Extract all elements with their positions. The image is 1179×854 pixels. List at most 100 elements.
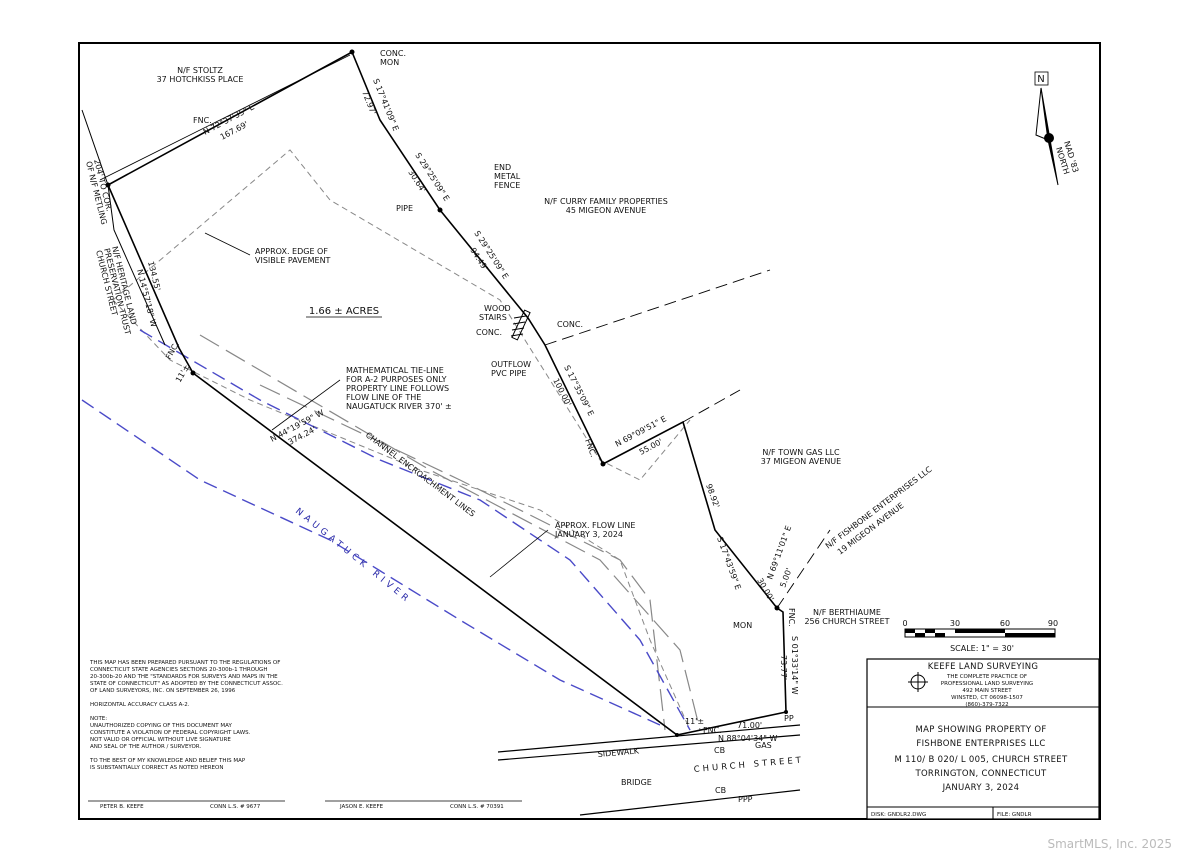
company-sub-1: THE COMPLETE PRACTICE OF <box>946 674 1027 680</box>
owner-berthiaume-1: N/F BERTHIAUME <box>813 608 881 617</box>
sidewalk-label: SIDEWALK <box>597 746 640 759</box>
scale-tick-0: 0 <box>902 619 907 628</box>
end-fence-3: FENCE <box>494 181 520 190</box>
company-sub-2: PROFESSIONAL LAND SURVEYING <box>941 681 1033 687</box>
sheet-border <box>78 42 1101 820</box>
tieline-3: PROPERTY LINE FOLLOWS <box>346 384 449 393</box>
bearing-10: S 01°33'14" W <box>790 636 799 695</box>
fnc-label-3: FNC. <box>583 438 598 459</box>
pavement-leader <box>204 232 251 256</box>
pavement-2: VISIBLE PAVEMENT <box>255 256 331 265</box>
note-line-7: HORIZONTAL ACCURACY CLASS A-2. <box>90 702 190 708</box>
map-title-3: M 110/ B 020/ L 005, CHURCH STREET <box>895 755 1068 765</box>
note-line-1: THIS MAP HAS BEEN PREPARED PURSUANT TO T… <box>89 660 280 666</box>
flowline-leader <box>489 529 549 578</box>
notes-block: THIS MAP HAS BEEN PREPARED PURSUANT TO T… <box>89 660 283 771</box>
note-line-9: NOTE: <box>90 716 107 722</box>
wood-stairs-1: WOOD <box>484 304 511 313</box>
bridge-label: BRIDGE <box>621 778 652 787</box>
signature-lines: PETER B. KEEFE CONN L.S. # 9677 JASON E.… <box>88 800 522 810</box>
owner-fishbone-1: N/F FISHBONE ENTERPRISES LLC <box>824 465 934 551</box>
fnc-label-5: FNC. <box>703 726 722 735</box>
note-line-13: AND SEAL OF THE AUTHOR / SURVEYOR. <box>90 744 201 750</box>
file-label: FILE: GNDLR <box>997 812 1032 818</box>
bearing-11: N 88°04'34" W <box>718 734 777 743</box>
monuments <box>105 49 788 737</box>
ppp-label: PPP <box>738 795 753 804</box>
note-line-4: STATE OF CONNECTICUT" AS ADOPTED BY THE … <box>90 681 283 687</box>
tieline-4: FLOW LINE OF THE <box>346 393 421 402</box>
tie-line-leader <box>271 379 341 431</box>
title-block: KEEFE LAND SURVEYING THE COMPLETE PRACTI… <box>866 658 1100 820</box>
owner-labels: N/F STOLTZ 37 HOTCHKISS PLACE N/F CURRY … <box>84 66 934 626</box>
river-flow-line <box>81 329 691 731</box>
cb-label-1: CB <box>714 746 725 755</box>
mon-label: MON <box>733 621 752 630</box>
scale-text: SCALE: 1" = 30' <box>950 644 1014 653</box>
church-street <box>497 724 801 816</box>
end-fence-1: END <box>494 163 511 172</box>
pavement-1: APPROX. EDGE OF <box>255 247 328 256</box>
offset-14: 11'± <box>174 363 191 384</box>
scale-tick-60: 60 <box>1000 619 1010 628</box>
note-line-16: IS SUBSTANTIALLY CORRECT AS NOTED HEREON <box>90 765 223 771</box>
distance-9: 5.00' <box>778 567 793 589</box>
outflow-1: OUTFLOW <box>491 360 531 369</box>
acreage-label: 1.66 ± ACRES <box>309 306 379 317</box>
company-address-1: 492 MAIN STREET <box>962 688 1012 694</box>
company-phone: (860)-379-7322 <box>965 702 1008 708</box>
property-boundary <box>107 50 787 736</box>
end-fence-2: METAL <box>494 172 521 181</box>
fence-line <box>99 54 351 181</box>
note-line-15: TO THE BEST OF MY KNOWLEDGE AND BELIEF T… <box>89 758 246 764</box>
north-letter: N <box>1037 74 1044 85</box>
map-title-2: FISHBONE ENTERPRISES LLC <box>916 739 1045 749</box>
feature-labels: CONC. MON END METAL FENCE PIPE WOOD STAI… <box>164 49 804 804</box>
note-line-3: 20-300b-20 AND THE "STANDARDS FOR SURVEY… <box>90 674 278 680</box>
bearing-7: S 17°43'59" E <box>715 536 742 591</box>
fnc-label-1: FNC. <box>193 116 212 125</box>
river-label: NAUGATUCK RIVER <box>293 507 413 607</box>
note-line-11: CONSTITUTE A VIOLATION OF FEDERAL COPYRI… <box>90 730 251 736</box>
gas-label: GAS <box>755 741 772 750</box>
map-title-1: MAP SHOWING PROPERTY OF <box>915 725 1046 735</box>
channel-encroachment-lines <box>199 334 701 731</box>
map-title-5: JANUARY 3, 2024 <box>942 783 1020 793</box>
scale-tick-90: 90 <box>1048 619 1058 628</box>
fnc-label-4: FNC. <box>787 608 796 627</box>
church-street-label: CHURCH STREET <box>693 755 804 775</box>
flowline-1: APPROX. FLOW LINE <box>555 521 635 530</box>
tieline-1: MATHEMATICAL TIE-LINE <box>346 366 444 375</box>
scale-tick-30: 30 <box>950 619 960 628</box>
conc-label-1: CONC. <box>476 328 502 337</box>
scale-bar: 0 30 60 90 SCALE: 1" = 30' <box>902 619 1058 653</box>
conc-label-2: CONC. <box>557 320 583 329</box>
owner-towngas-1: N/F TOWN GAS LLC <box>762 448 840 457</box>
bearing-labels: N 72°37'35" E 167.69' S 17°41'09" E 72.9… <box>135 77 799 743</box>
pavement-edge <box>112 149 691 731</box>
distance-10: 73.77' <box>779 655 788 680</box>
signature-2-name: JASON E. KEEFE <box>339 804 384 810</box>
signature-1-name: PETER B. KEEFE <box>100 804 144 810</box>
pipe-label: PIPE <box>396 204 413 213</box>
company-name: KEEFE LAND SURVEYING <box>928 662 1039 672</box>
channel-label: CHANNEL ENCROACHMENT LINES <box>364 430 477 518</box>
adjoiner-extensions <box>544 269 831 609</box>
distance-11: 71.00' <box>737 721 762 730</box>
distance-2: 72.97' <box>360 89 378 116</box>
cb-label-2: CB <box>715 786 726 795</box>
owner-towngas-2: 37 MIGEON AVENUE <box>761 457 841 466</box>
distance-6: 55.00' <box>638 437 664 457</box>
map-title-4: TORRINGTON, CONNECTICUT <box>914 769 1047 779</box>
disk-label: DISK: GNDLR2.DWG <box>871 812 926 818</box>
west-adjoining-line <box>81 109 166 346</box>
wood-stairs <box>510 309 531 341</box>
north-arrow: N NAD '83 NORTH <box>1034 71 1080 186</box>
owner-curry-1: N/F CURRY FAMILY PROPERTIES <box>544 197 668 206</box>
note-line-2: CONNECTICUT STATE AGENCIES SECTIONS 20-3… <box>90 667 267 673</box>
owner-stoltz-2: 37 HOTCHKISS PLACE <box>157 75 244 84</box>
signature-2-license: CONN L.S. # 70391 <box>450 804 504 810</box>
owner-berthiaume-2: 256 CHURCH STREET <box>804 617 889 626</box>
signature-1-license: CONN L.S. # 9677 <box>210 804 261 810</box>
